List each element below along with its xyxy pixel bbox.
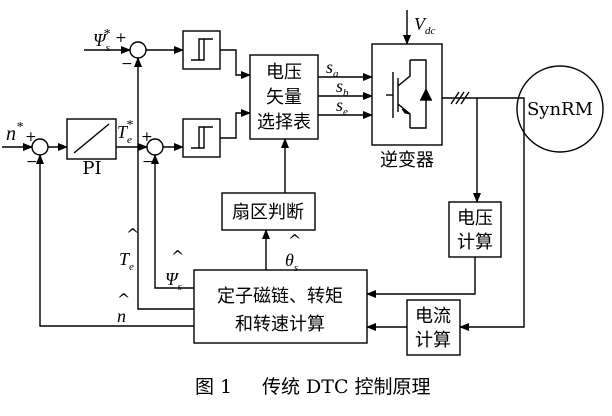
- three-phase-ticks: [450, 91, 470, 105]
- pi-label: PI: [82, 158, 101, 179]
- sa-label: sa: [326, 57, 339, 80]
- flux-ref-label: Ψs*: [93, 27, 110, 54]
- sb-label: sb: [336, 76, 349, 99]
- torque-sum-plus: +: [141, 129, 153, 145]
- te-est-label: Te: [119, 249, 134, 273]
- line-n-feedback: [36, 154, 194, 327]
- caption-title: 传统 DTC 控制原理: [262, 376, 431, 398]
- selector-label-3: 选择表: [257, 112, 311, 133]
- speed-sum-plus: +: [25, 129, 37, 145]
- n-est-label: n: [117, 306, 126, 326]
- te-est-hat: ^: [126, 225, 139, 244]
- flux-sum-minus: −: [121, 56, 133, 72]
- line-torque-hyst-out: [220, 109, 251, 139]
- motor-label: SynRM: [527, 99, 593, 120]
- inverter-block: [371, 43, 443, 146]
- inverter-label: 逆变器: [380, 150, 434, 171]
- theta-est-hat: ^: [288, 231, 301, 250]
- igbt-diode-icon: [420, 88, 432, 100]
- torque-sum-minus: −: [142, 154, 154, 170]
- sc-label: se: [336, 95, 348, 118]
- torque-hysteresis-block: [182, 118, 221, 158]
- torque-ref-label: Te*: [117, 118, 133, 146]
- flux-hysteresis-block: [182, 30, 221, 70]
- n-est-hat: ^: [117, 290, 130, 309]
- hysteresis-icon-torque: [191, 126, 213, 149]
- line-voltage-calc-out: [366, 257, 476, 298]
- igbt-emitter-arrow: [401, 108, 411, 115]
- hysteresis-icon-flux: [191, 38, 213, 61]
- pi-controller-block: [66, 118, 117, 160]
- psi-est-hat: ^: [171, 247, 184, 266]
- psi-est-label: Ψs: [165, 269, 182, 293]
- flux-sum-plus: +: [115, 30, 127, 46]
- vdc-label: Vdc: [414, 14, 436, 37]
- line-psi-feedback: [134, 57, 194, 310]
- line-te-feedback: [151, 154, 194, 289]
- sector-label: 扇区判断: [232, 202, 304, 223]
- speed-ref-label: n*: [6, 120, 23, 145]
- estimator-label-2: 和转速计算: [235, 314, 325, 335]
- theta-est-label: θs: [285, 250, 298, 274]
- estimator-label-1: 定子磁链、转矩: [217, 286, 343, 307]
- caption-figure-number: 图 1: [195, 376, 232, 398]
- estimator-block: [193, 269, 368, 344]
- synrm-motor: [516, 65, 604, 153]
- speed-sum-minus: −: [26, 154, 38, 170]
- line-flux-hyst-out: [220, 49, 251, 79]
- current-calc-label-2: 计算: [415, 330, 451, 351]
- voltage-calc-label-2: 计算: [457, 232, 493, 253]
- voltage-calc-label-1: 电压: [457, 208, 493, 229]
- selector-label-1: 电压: [266, 62, 302, 83]
- line-motor-current-tap: [459, 97, 525, 331]
- current-calc-label-1: 电流: [415, 306, 451, 327]
- selector-label-2: 矢量: [266, 87, 302, 108]
- pi-ramp-icon: [73, 123, 110, 154]
